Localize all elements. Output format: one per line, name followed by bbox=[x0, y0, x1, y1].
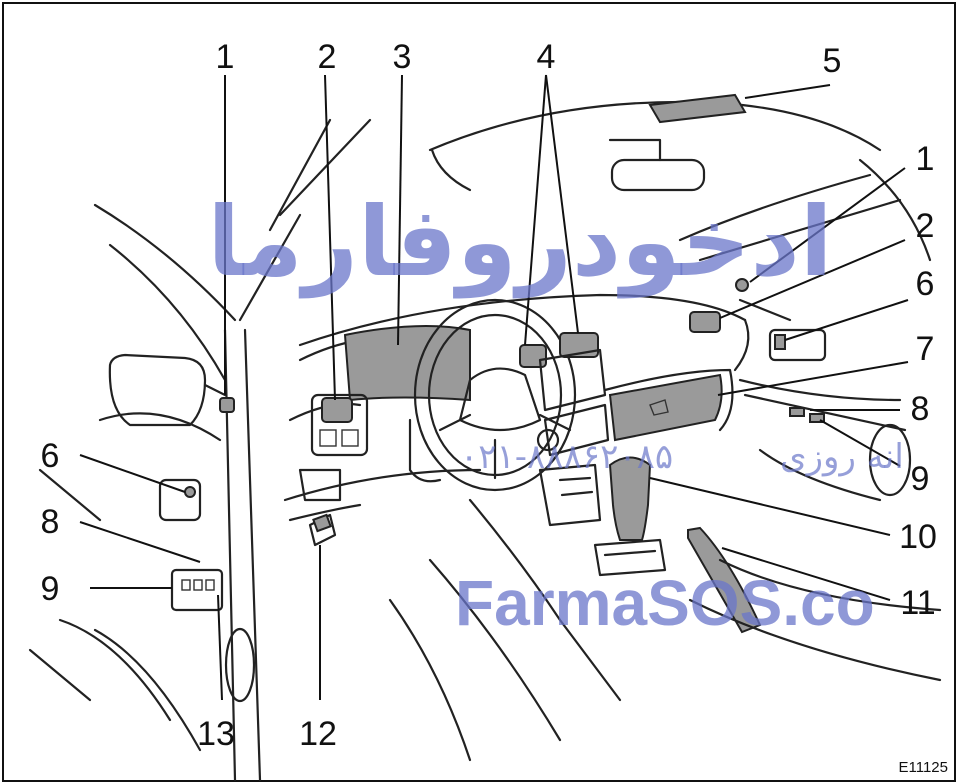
callout-9-right: 9 bbox=[911, 460, 930, 498]
callout-3: 3 bbox=[393, 38, 412, 76]
callout-4: 4 bbox=[537, 38, 556, 76]
watermark-site: FarmaSOS.co bbox=[455, 567, 875, 639]
watermark-persian-logo: ادخودروفارما bbox=[207, 186, 832, 299]
callout-labels: 1 2 3 4 5 1 2 6 7 8 9 10 11 6 8 9 13 12 bbox=[41, 38, 937, 753]
callout-8-right: 8 bbox=[911, 390, 930, 428]
callout-7: 7 bbox=[916, 330, 935, 368]
callout-11: 11 bbox=[900, 584, 935, 622]
callout-10: 10 bbox=[899, 518, 937, 556]
diagram-code: E11125 bbox=[899, 759, 949, 776]
callout-8-left: 8 bbox=[41, 503, 60, 541]
leader-lines bbox=[79, 74, 909, 701]
callout-9-left: 9 bbox=[41, 570, 60, 608]
callout-2-right: 2 bbox=[916, 207, 935, 245]
callout-12: 12 bbox=[299, 715, 337, 753]
callout-5: 5 bbox=[823, 42, 842, 80]
callout-13: 13 bbox=[197, 715, 235, 753]
interior-line-art bbox=[28, 93, 942, 782]
callout-1-left: 1 bbox=[216, 38, 235, 76]
watermark-phone-suffix: انه روزی bbox=[780, 437, 904, 477]
callout-2-left: 2 bbox=[318, 38, 337, 76]
watermark-phone: ۰۲۱-۸۸۸۶۲۰۸۵ bbox=[460, 437, 673, 477]
callout-1-right: 1 bbox=[916, 140, 935, 178]
callout-6-left: 6 bbox=[41, 437, 60, 475]
callout-6-right: 6 bbox=[916, 265, 935, 303]
watermark: ادخودروفارما ۰۲۱-۸۸۸۶۲۰۸۵ انه روزی Farma… bbox=[207, 186, 904, 639]
